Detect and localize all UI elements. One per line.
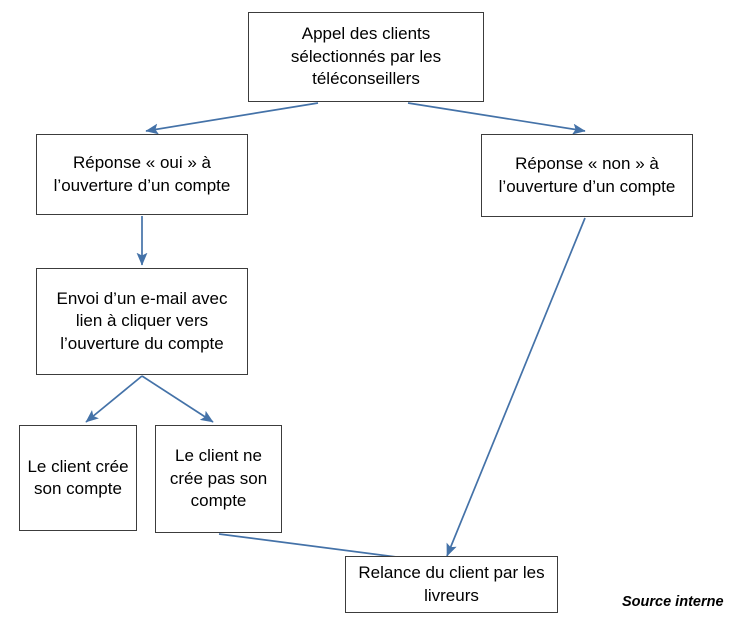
source-note: Source interne	[622, 594, 724, 610]
edge-envoi-to-necree	[141, 375, 214, 423]
edge-envoi-to-cree	[85, 375, 143, 423]
node-envoi-label: Envoi d’un e-mail avec lien à cliquer ve…	[56, 288, 228, 353]
node-necree-label: Le client ne crée pas son compte	[169, 446, 268, 511]
node-client-ne-cree-pas-compte[interactable]: Le client ne crée pas son compte	[155, 425, 282, 533]
node-non-label: Réponse « non » à l’ouverture d’un compt…	[498, 154, 676, 196]
node-envoi-email[interactable]: Envoi d’un e-mail avec lien à cliquer ve…	[36, 268, 248, 375]
node-relance-label: Relance du client par les livreurs	[358, 563, 545, 605]
node-oui-label: Réponse « oui » à l’ouverture d’un compt…	[53, 153, 231, 195]
node-reponse-non[interactable]: Réponse « non » à l’ouverture d’un compt…	[481, 134, 693, 217]
edge-appel-to-non	[407, 102, 586, 135]
edge-appel-to-oui	[145, 102, 319, 135]
node-appel-des-clients[interactable]: Appel des clients sélectionnés par les t…	[248, 12, 484, 102]
node-relance-client[interactable]: Relance du client par les livreurs	[345, 556, 558, 613]
node-client-cree-compte[interactable]: Le client crée son compte	[19, 425, 137, 531]
node-cree-label: Le client crée son compte	[27, 456, 129, 498]
node-appel-label: Appel des clients sélectionnés par les t…	[290, 24, 442, 89]
edge-non-to-relance	[446, 217, 586, 557]
node-reponse-oui[interactable]: Réponse « oui » à l’ouverture d’un compt…	[36, 134, 248, 215]
